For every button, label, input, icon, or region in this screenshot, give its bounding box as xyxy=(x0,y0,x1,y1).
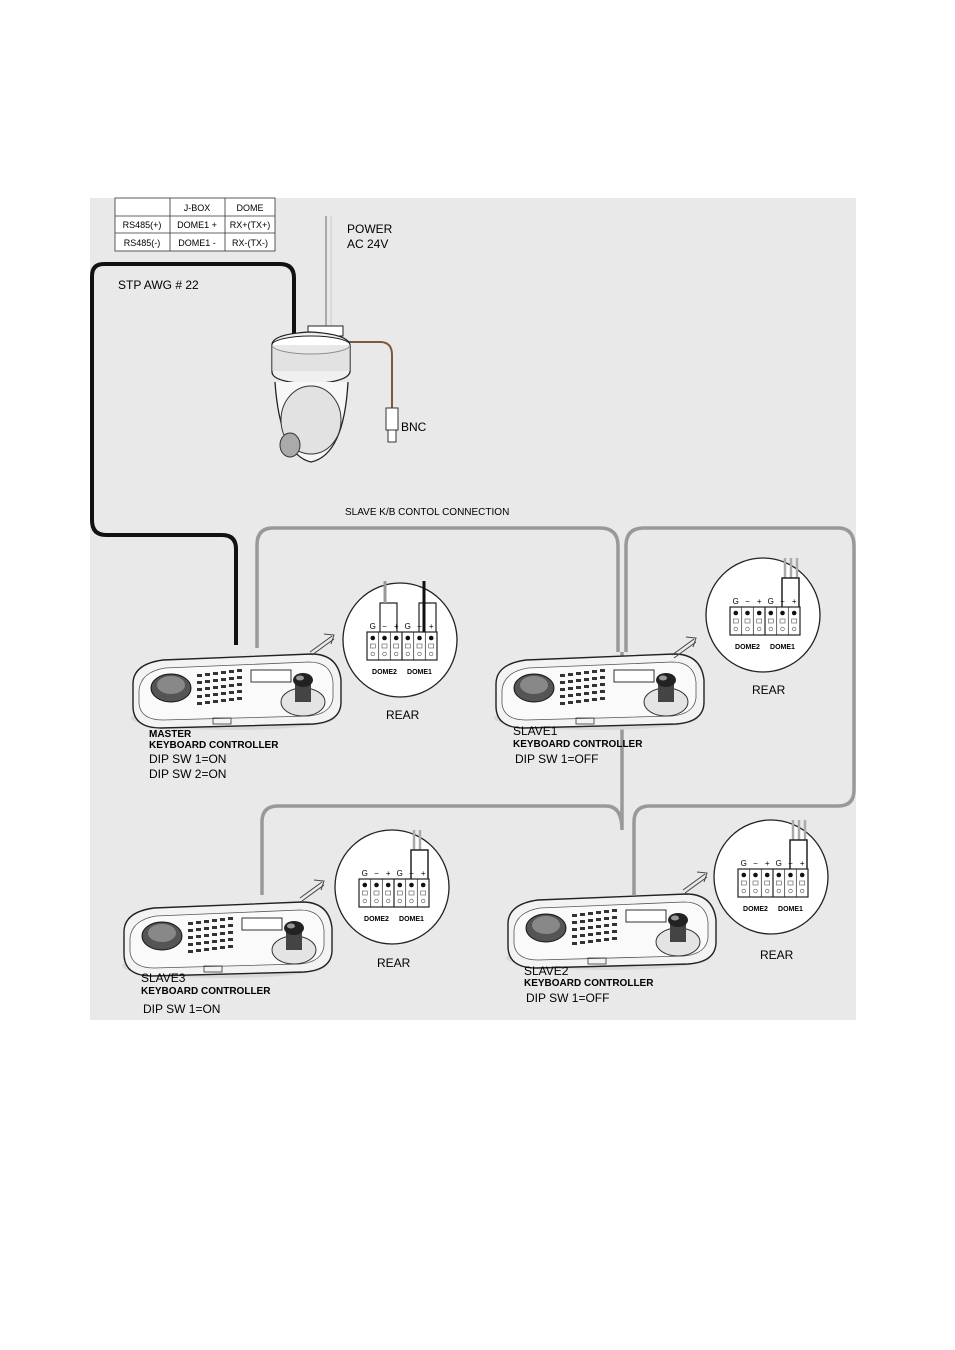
slave2-dip1: DIP SW 1=OFF xyxy=(526,991,609,1005)
pin-label: − xyxy=(780,597,785,606)
dome1-label: DOME1 xyxy=(778,906,803,913)
pin-label: G xyxy=(776,859,782,868)
slave3-name: SLAVE3 xyxy=(141,971,186,985)
pin-label: − xyxy=(417,622,422,631)
pin-label: − xyxy=(374,869,379,878)
slave3-type: KEYBOARD CONTROLLER xyxy=(141,986,271,997)
pin-label: + xyxy=(394,622,399,631)
dome1-label: DOME1 xyxy=(770,644,795,651)
slave3-dip1: DIP SW 1=ON xyxy=(143,1002,220,1016)
table-header-1: J-BOX xyxy=(184,203,211,213)
slave-connection-label: SLAVE K/B CONTOL CONNECTION xyxy=(345,507,509,518)
pin-label: G xyxy=(405,622,411,631)
slave1-keyboard-controller xyxy=(493,653,705,731)
pin-label: G xyxy=(397,869,403,878)
slave1-type: KEYBOARD CONTROLLER xyxy=(513,739,643,750)
pin-label: + xyxy=(765,859,770,868)
rear-label: REAR xyxy=(752,683,786,697)
bnc-connector xyxy=(385,407,399,431)
dome2-label: DOME2 xyxy=(743,906,768,913)
slave2-rear-terminal: G − + G − + DOME2 DOME1 xyxy=(713,819,829,935)
slave-cable-slave1-slave2 xyxy=(624,526,856,895)
power-voltage-label: AC 24V xyxy=(347,237,388,251)
dome1-label: DOME1 xyxy=(399,916,424,923)
pin-label: + xyxy=(386,869,391,878)
master-rear-terminal: G − + G − + DOME2 DOME1 xyxy=(342,581,458,698)
rear-label: REAR xyxy=(386,708,420,722)
rs485-cable xyxy=(90,262,296,645)
dome-camera xyxy=(271,325,351,463)
master-name: MASTER xyxy=(149,729,192,740)
pin-label: G xyxy=(741,859,747,868)
master-dip2: DIP SW 2=ON xyxy=(149,767,226,781)
pin-label: − xyxy=(409,869,414,878)
pin-label: + xyxy=(792,597,797,606)
pin-label: − xyxy=(382,622,387,631)
pin-label: + xyxy=(421,869,426,878)
dome2-label: DOME2 xyxy=(735,644,760,651)
pin-label: + xyxy=(429,622,434,631)
slave2-type: KEYBOARD CONTROLLER xyxy=(524,978,654,989)
pin-label: + xyxy=(800,859,805,868)
pin-label: − xyxy=(788,859,793,868)
slave-cable-slave1-slave3 xyxy=(260,652,624,895)
master-keyboard-controller xyxy=(130,653,342,731)
slave1-name: SLAVE1 xyxy=(513,724,558,738)
bnc-cable xyxy=(345,341,393,410)
bnc-label: BNC xyxy=(401,420,427,434)
table-cell: RX-(TX-) xyxy=(232,238,268,248)
slave-cable-master-slave1 xyxy=(255,526,620,652)
pin-label: G xyxy=(362,869,368,878)
dome2-label: DOME2 xyxy=(364,916,389,923)
table-cell: RS485(+) xyxy=(123,220,162,230)
rear-label: REAR xyxy=(377,956,411,970)
pin-label: G xyxy=(733,597,739,606)
slave2-keyboard-controller xyxy=(505,893,717,971)
pin-label: − xyxy=(745,597,750,606)
wiring-table: J-BOX DOME RS485(+) DOME1 + RX+(TX+) RS4… xyxy=(114,197,276,252)
pin-label: G xyxy=(768,597,774,606)
dome2-label: DOME2 xyxy=(372,669,397,676)
pin-label: − xyxy=(753,859,758,868)
master-type: KEYBOARD CONTROLLER xyxy=(149,740,279,751)
slave1-dip1: DIP SW 1=OFF xyxy=(515,752,598,766)
master-dip1: DIP SW 1=ON xyxy=(149,752,226,766)
slave3-rear-terminal: G − + G − + DOME2 DOME1 xyxy=(334,829,450,945)
table-cell: RS485(-) xyxy=(124,238,161,248)
rear-label: REAR xyxy=(760,948,794,962)
table-cell: DOME1 + xyxy=(177,220,217,230)
slave3-keyboard-controller xyxy=(121,901,333,979)
table-header-2: DOME xyxy=(237,203,264,213)
power-label: POWER xyxy=(347,222,393,236)
dome1-label: DOME1 xyxy=(407,669,432,676)
table-cell: DOME1 - xyxy=(178,238,216,248)
cable-label: STP AWG # 22 xyxy=(118,278,199,292)
pin-label: + xyxy=(757,597,762,606)
table-cell: RX+(TX+) xyxy=(230,220,271,230)
slave1-rear-terminal: G − + G − + DOME2 DOME1 xyxy=(705,557,821,673)
pin-label: G xyxy=(370,622,376,631)
slave2-name: SLAVE2 xyxy=(524,964,569,978)
